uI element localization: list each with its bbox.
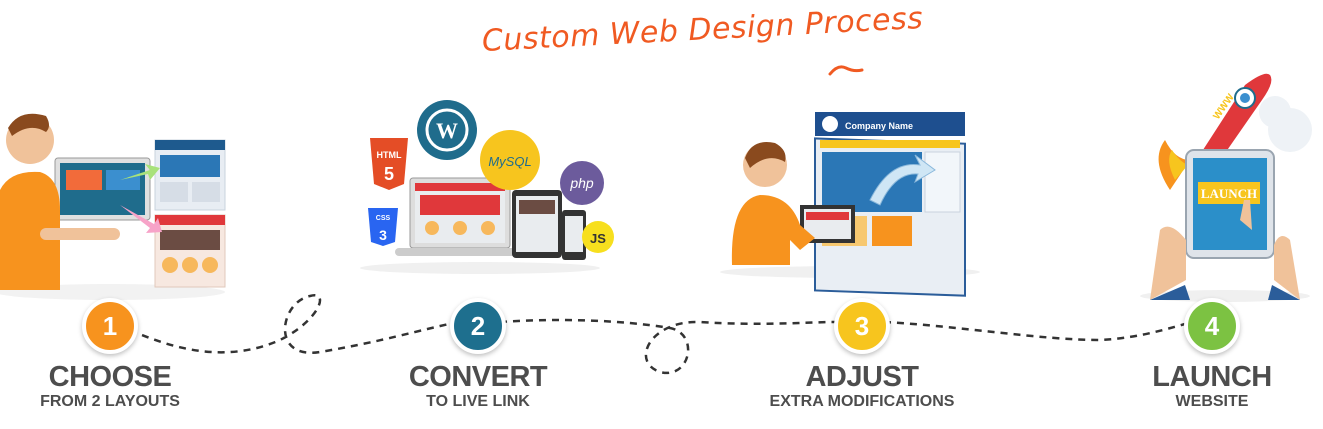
step-choose: 1 CHOOSE FROM 2 LAYOUTS <box>0 298 240 412</box>
step-title: LAUNCH <box>1152 361 1272 393</box>
launch-screen-button: LAUNCH <box>1201 186 1257 201</box>
step-subtitle: WEBSITE <box>1175 393 1249 410</box>
svg-text:W: W <box>436 118 458 143</box>
css3-number: 3 <box>379 227 387 243</box>
step-number-badge: 2 <box>450 298 506 354</box>
step-title: ADJUST <box>805 361 919 393</box>
mysql-label: MySQL <box>488 154 531 169</box>
js-label: JS <box>590 231 606 246</box>
html5-number: 5 <box>384 164 394 184</box>
step-subtitle: TO LIVE LINK <box>426 393 530 410</box>
step-title: CHOOSE <box>48 361 172 393</box>
step-title: CONVERT <box>408 361 548 393</box>
step-launch: 4 LAUNCH WEBSITE <box>1082 298 1323 412</box>
html-label: HTML <box>377 150 402 160</box>
launch-illustration: WWW LAUNCH <box>1140 73 1312 302</box>
css-label: CSS <box>376 215 391 222</box>
title-underline-mark <box>828 65 864 76</box>
step-subtitle: FROM 2 LAYOUTS <box>40 393 180 410</box>
adjust-illustration: Company Name <box>720 112 980 297</box>
step-number-badge: 4 <box>1184 298 1240 354</box>
company-name-label: Company Name <box>845 121 913 131</box>
step-convert: 2 CONVERT TO LIVE LINK <box>348 298 608 412</box>
step-number-badge: 1 <box>82 298 138 354</box>
step-adjust: 3 ADJUST EXTRA MODIFICATIONS <box>732 298 992 412</box>
step-number-badge: 3 <box>834 298 890 354</box>
choose-layout-illustration <box>0 113 226 300</box>
step-subtitle: EXTRA MODIFICATIONS <box>769 393 955 410</box>
convert-illustration: HTML 5 CSS 3 W MySQL php JS <box>360 100 614 274</box>
php-label: php <box>569 175 594 191</box>
